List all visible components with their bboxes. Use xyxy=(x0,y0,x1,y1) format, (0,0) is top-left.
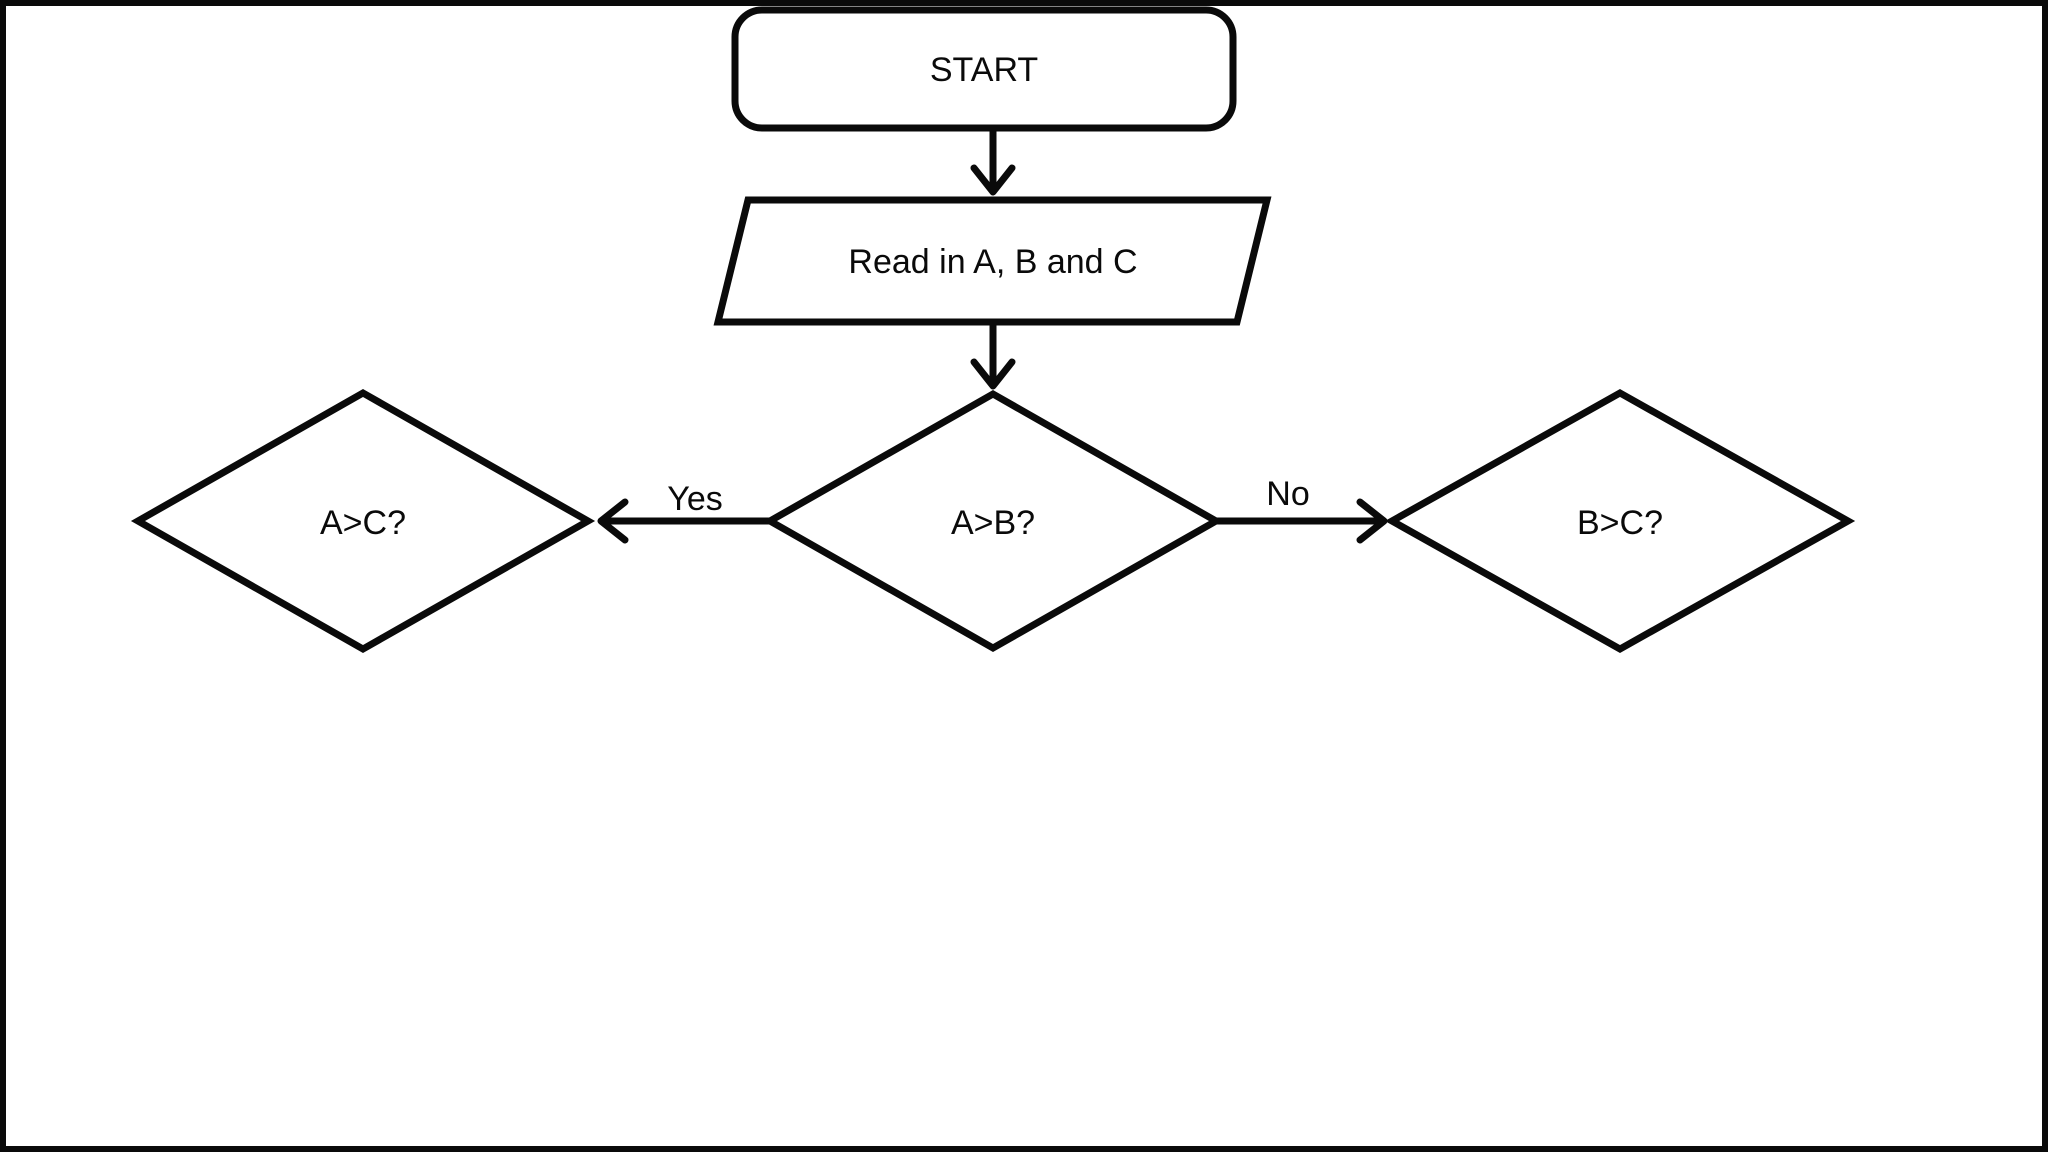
node-read-input: Read in A, B and C xyxy=(713,196,1272,326)
node-decision-a-gt-b: A>B? xyxy=(762,389,1224,653)
start-node-shape xyxy=(731,6,1237,132)
a-gt-b-node-shape xyxy=(762,389,1224,653)
a-gt-b-node-label: A>B? xyxy=(951,504,1035,542)
node-decision-a-gt-c: A>C? xyxy=(130,388,596,654)
b-gt-c-node-shape xyxy=(1384,388,1856,654)
a-gt-c-node-shape xyxy=(130,388,596,654)
read-node-shape xyxy=(713,196,1272,326)
yes-edge-label: Yes xyxy=(667,480,722,518)
read-node-label: Read in A, B and C xyxy=(848,243,1137,281)
a-gt-c-node-label: A>C? xyxy=(320,504,406,542)
node-decision-b-gt-c: B>C? xyxy=(1384,388,1856,654)
start-node-label: START xyxy=(930,51,1038,89)
b-gt-c-node-label: B>C? xyxy=(1577,504,1663,542)
edge-no-a-gt-b-to-b-gt-c: No xyxy=(1216,475,1388,544)
no-edge-label: No xyxy=(1266,475,1309,513)
node-start: START xyxy=(731,6,1237,132)
edge-yes-a-gt-b-to-a-gt-c: Yes xyxy=(597,480,770,544)
